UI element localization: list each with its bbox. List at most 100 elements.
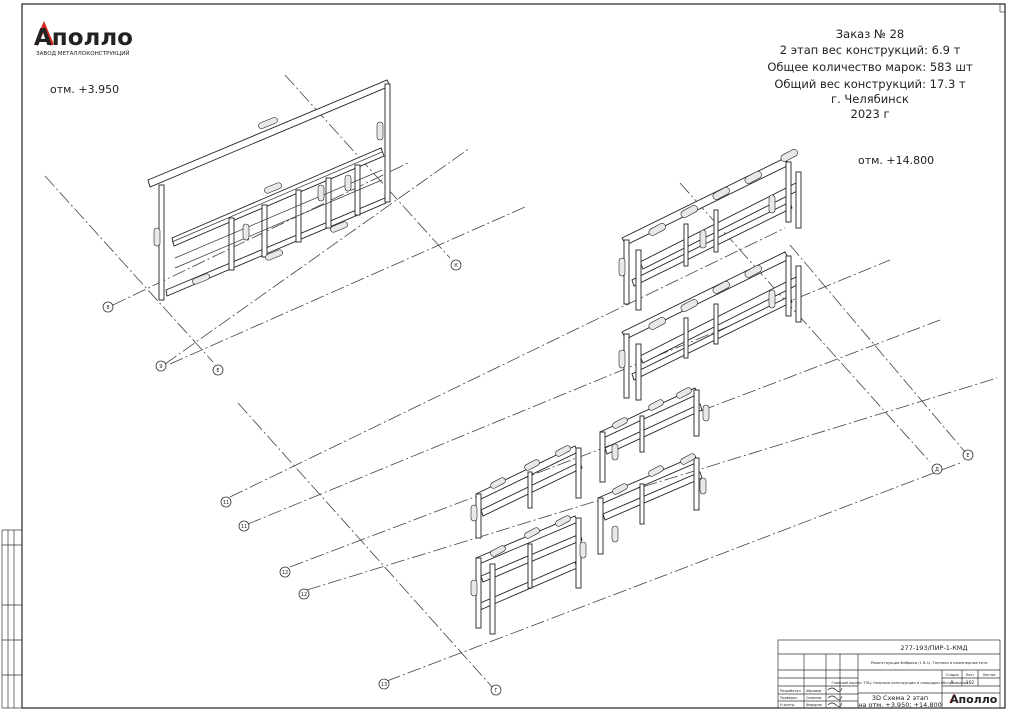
structure-cluster-frame-2 — [597, 453, 707, 555]
mark-tag — [330, 221, 348, 233]
column — [575, 447, 582, 499]
left-stamp-strip — [1, 529, 23, 709]
svg-text:9: 9 — [159, 364, 162, 370]
mark-tag — [676, 387, 692, 399]
total-weight: Общий вес конструкций: 17.3 т — [774, 77, 966, 91]
post — [713, 303, 719, 345]
project-name: Реконструкция Фабрики (1 В-1). Тоннели и… — [871, 661, 989, 665]
axis-bubbles: 8 9 Е К Д Е 11 11 12 12 13 Г — [102, 259, 974, 696]
mark-tag — [264, 182, 282, 194]
mark-tag — [317, 184, 325, 202]
mark-tag — [680, 205, 698, 218]
svg-text:К: К — [454, 263, 458, 269]
logo-mark-icon — [34, 20, 54, 46]
axis-line — [284, 74, 451, 259]
mark-tag — [344, 174, 352, 192]
name-norm-control: Федоров — [806, 703, 822, 707]
axis-bubble: Г — [490, 684, 502, 696]
order-info: Заказ № 28 2 этап вес конструкций: 6.9 т… — [767, 27, 973, 121]
mark-tag — [192, 273, 210, 285]
structure-right-frame-lower — [618, 251, 802, 401]
axis-bubble: 9 — [155, 360, 167, 372]
post — [527, 543, 533, 589]
axis-bubble: 8 — [102, 301, 114, 313]
axis-line — [44, 175, 214, 363]
axis-bubble: Е — [962, 449, 974, 461]
stage-weight: 2 этап вес конструкций: 6.9 т — [780, 43, 961, 57]
object-name: Главный корпус ТЭЦ. Опорные конструкции … — [832, 681, 969, 685]
svg-text:11: 11 — [241, 524, 247, 530]
post — [354, 164, 361, 216]
mark-tag — [768, 194, 776, 214]
mark-tag — [648, 317, 666, 330]
role-developer: Разработал — [780, 689, 801, 693]
stage-value: Р — [951, 680, 954, 686]
column — [693, 389, 700, 437]
mark-tag — [524, 527, 540, 539]
mark-tag — [555, 515, 571, 527]
logo-small: Аполло — [950, 693, 998, 706]
mark-tag — [768, 289, 776, 309]
mark-tag — [618, 349, 626, 369]
structure-right-frame-upper — [618, 149, 802, 311]
svg-text:12: 12 — [282, 570, 288, 576]
column — [693, 457, 700, 511]
axis-bubble: Д — [931, 463, 943, 475]
mark-tag — [490, 477, 506, 489]
mark-tag — [699, 477, 707, 495]
logo: Аполло ЗАВОД МЕТАЛЛОКОНСТРУКЦИЙ — [34, 20, 133, 57]
svg-text:Г: Г — [494, 688, 497, 694]
elevation-left: отм. +3.950 — [50, 83, 119, 96]
mark-tag — [611, 525, 619, 543]
elevation-right: отм. +14.800 — [858, 154, 934, 167]
post — [639, 483, 645, 525]
axis-line — [229, 227, 786, 498]
signature-icon — [827, 687, 843, 692]
axis-line — [386, 462, 961, 682]
mark-tag — [265, 249, 283, 261]
sheet-number: 102 — [966, 680, 975, 686]
mark-tag — [648, 399, 664, 411]
mark-tag — [780, 149, 798, 162]
role-checker: Проверил — [780, 696, 797, 700]
mark-tag — [612, 417, 628, 429]
mark-tag — [648, 223, 666, 236]
column — [795, 265, 802, 323]
svg-text:Е: Е — [966, 453, 969, 459]
structure-cluster-frame-3 — [470, 445, 583, 539]
axis-bubble: 11 — [220, 496, 232, 508]
mark-tag — [470, 504, 478, 522]
axis-line — [789, 244, 966, 453]
city: г. Челябинск — [831, 92, 909, 106]
name-developer: Абрамов — [806, 689, 821, 693]
post — [639, 415, 645, 453]
top-rail — [147, 79, 391, 188]
year: 2023 г — [851, 107, 890, 121]
mark-tag — [712, 281, 730, 294]
axis-line — [247, 259, 891, 525]
axis-bubble: К — [450, 259, 462, 271]
structure-cluster-frame-1 — [599, 387, 710, 483]
axis-line — [237, 402, 494, 689]
signature-icon — [827, 702, 843, 707]
column — [489, 563, 496, 635]
mark-tag — [376, 121, 384, 141]
structure-cluster-frame-4 — [470, 515, 587, 635]
sheets-header: Листов — [983, 673, 996, 677]
svg-text:Е: Е — [216, 368, 219, 374]
axis-line — [306, 377, 998, 591]
column — [785, 255, 792, 317]
post — [683, 223, 689, 267]
axis-line — [169, 206, 526, 365]
axis-bubble: 12 — [279, 566, 291, 578]
post — [527, 471, 533, 509]
order-number: Заказ № 28 — [836, 27, 904, 41]
mark-tag — [490, 545, 506, 557]
structure-left-railing — [147, 79, 391, 301]
svg-text:Д: Д — [935, 467, 939, 473]
mark-tag — [680, 453, 696, 465]
mark-tag — [242, 223, 250, 241]
logo-brand: Аполло — [34, 25, 133, 51]
mark-tag — [618, 257, 626, 277]
